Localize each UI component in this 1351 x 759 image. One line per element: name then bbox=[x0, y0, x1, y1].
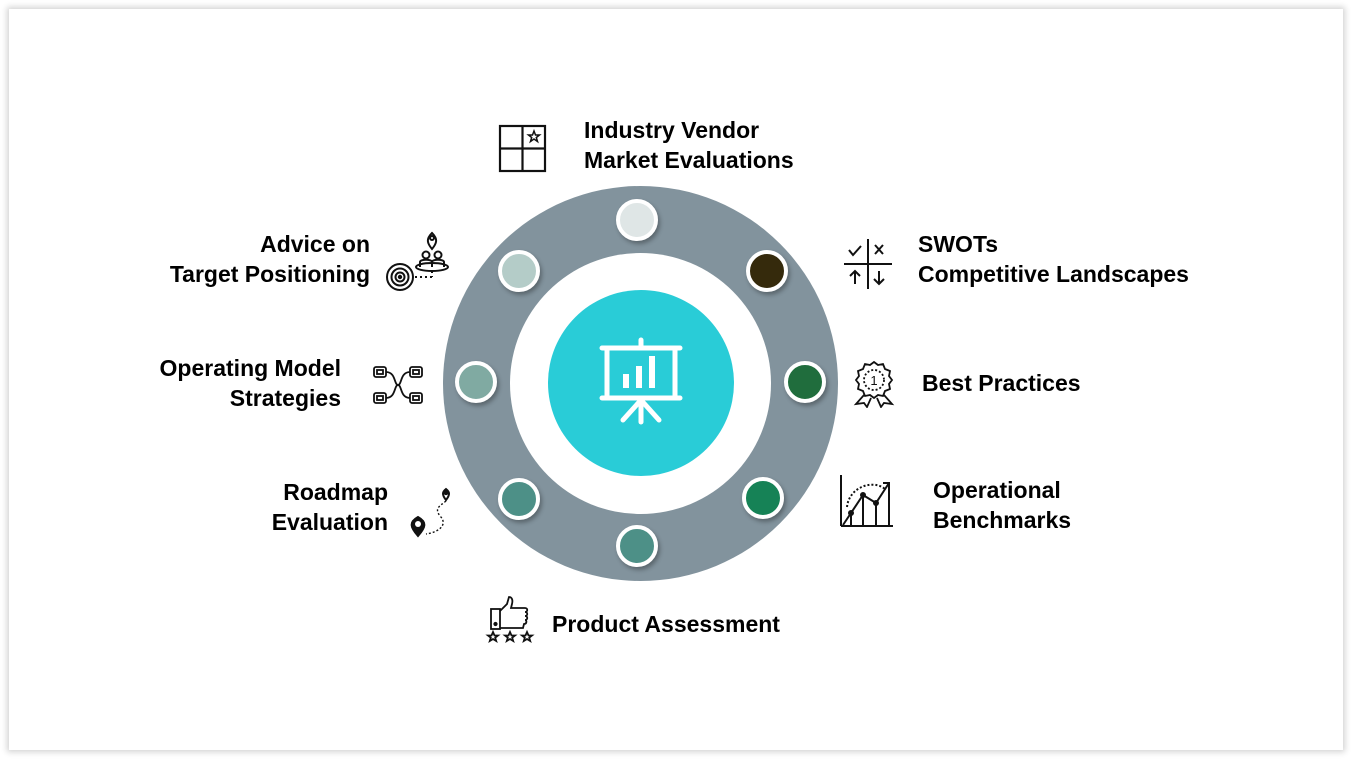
thumbs-up-stars-icon bbox=[485, 595, 535, 645]
label-line: Evaluation bbox=[271, 509, 388, 535]
label-line: Best Practices bbox=[922, 370, 1081, 396]
quadrant-star-icon bbox=[498, 124, 548, 174]
label-line: Operating Model bbox=[159, 355, 341, 381]
label-line: Operational bbox=[933, 477, 1061, 503]
label-line: Advice on bbox=[260, 231, 370, 257]
marker-dot-operating-model bbox=[455, 361, 497, 403]
label-best-practices: Best Practices bbox=[922, 368, 1081, 398]
label-line: Target Positioning bbox=[169, 261, 370, 287]
marker-dot-swots bbox=[746, 250, 788, 292]
growth-chart-icon bbox=[839, 473, 895, 529]
marker-dot-target-positioning bbox=[498, 250, 540, 292]
center-hub bbox=[548, 290, 734, 476]
marker-dot-operational-benchmarks bbox=[742, 477, 784, 519]
label-line: Strategies bbox=[229, 385, 341, 411]
label-line: Competitive Landscapes bbox=[918, 261, 1189, 287]
label-line: SWOTs bbox=[918, 231, 999, 257]
label-target-positioning: Advice on Target Positioning bbox=[170, 229, 370, 289]
label-line: Roadmap bbox=[283, 479, 388, 505]
marker-dot-industry-vendor bbox=[616, 199, 658, 241]
label-line: Market Evaluations bbox=[584, 147, 794, 173]
label-operating-model: Operating Model Strategies bbox=[160, 353, 341, 413]
target-audience-icon bbox=[384, 229, 452, 295]
label-line: Industry Vendor bbox=[584, 117, 760, 143]
label-operational-benchmarks: Operational Benchmarks bbox=[933, 475, 1071, 535]
label-roadmap-evaluation: Roadmap Evaluation bbox=[272, 477, 388, 537]
svg-text:1: 1 bbox=[870, 373, 877, 388]
label-line: Benchmarks bbox=[933, 507, 1072, 533]
marker-dot-product-assessment bbox=[616, 525, 658, 567]
swot-grid-icon bbox=[842, 237, 894, 291]
marker-dot-roadmap bbox=[498, 478, 540, 520]
route-pins-icon bbox=[404, 484, 454, 538]
label-product-assessment: Product Assessment bbox=[552, 609, 780, 639]
label-industry-vendor: Industry Vendor Market Evaluations bbox=[584, 115, 794, 175]
presentation-board-chart-icon bbox=[596, 336, 686, 431]
marker-dot-best-practices bbox=[784, 361, 826, 403]
award-badge-icon: 1 bbox=[852, 360, 896, 408]
label-line: Product Assessment bbox=[552, 611, 780, 637]
network-nodes-icon bbox=[372, 365, 424, 407]
label-swots: SWOTs Competitive Landscapes bbox=[918, 229, 1189, 289]
